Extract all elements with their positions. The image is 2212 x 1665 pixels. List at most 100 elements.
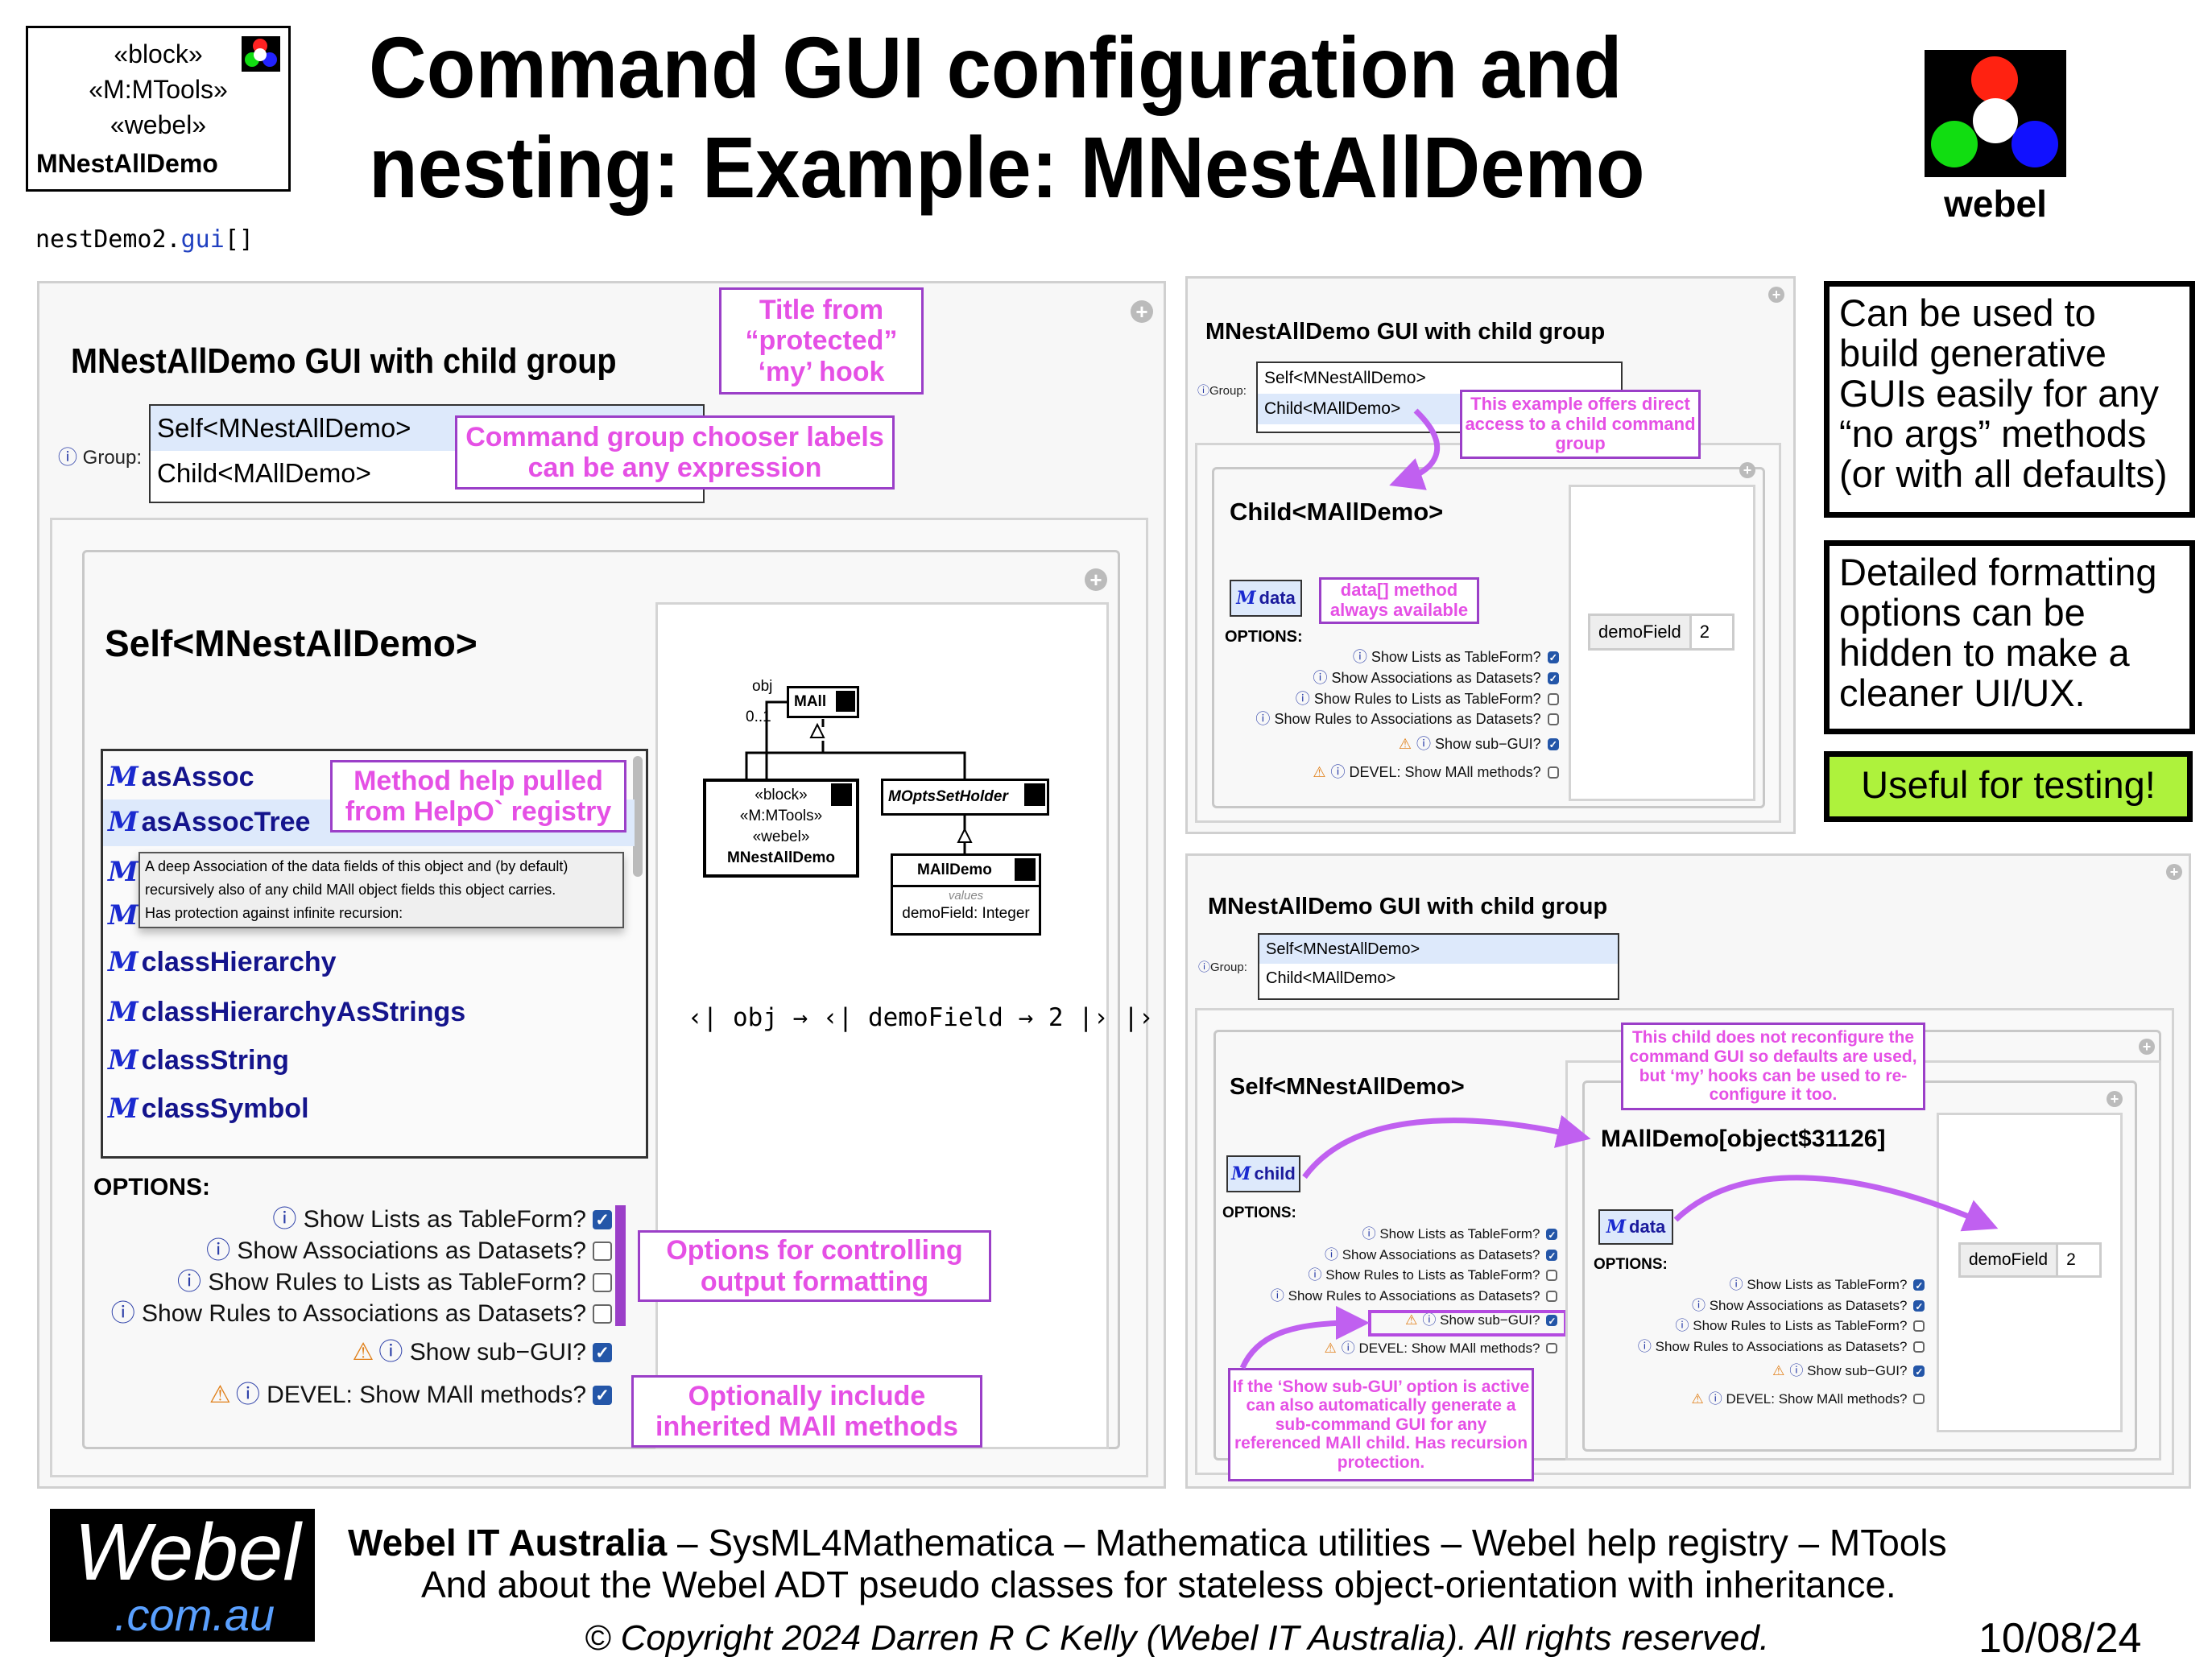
webel-logo-icon — [1015, 858, 1036, 881]
option-checkbox[interactable]: ✓ — [1913, 1365, 1925, 1378]
info-icon[interactable]: ⓘ — [1330, 764, 1346, 780]
option-checkbox[interactable] — [1913, 1393, 1925, 1405]
option-checkbox[interactable]: ✓ — [1913, 1299, 1925, 1312]
option-checkbox[interactable]: ✓ — [1913, 1279, 1925, 1291]
option-checkbox[interactable]: ✓ — [1547, 651, 1559, 664]
stereotype: «M:MTools» — [89, 75, 228, 104]
info-icon[interactable]: ⓘ — [1255, 711, 1271, 727]
option-checkbox[interactable]: ✓ — [593, 1210, 612, 1230]
option-checkbox[interactable] — [593, 1304, 612, 1324]
option-checkbox[interactable]: ✓ — [593, 1386, 612, 1406]
option-checkbox[interactable] — [1913, 1320, 1925, 1332]
info-icon[interactable]: ⓘ — [1324, 1246, 1338, 1262]
info-icon[interactable]: ⓘ — [272, 1206, 297, 1233]
add-icon[interactable]: + — [2139, 1039, 2155, 1055]
option-checkbox[interactable] — [1913, 1341, 1925, 1353]
option-checkbox[interactable] — [1547, 713, 1559, 725]
info-icon[interactable]: ⓘ — [1308, 1266, 1322, 1283]
note-formatting: Detailed formatting options can be hidde… — [1824, 540, 2195, 734]
option-checkbox[interactable]: ✓ — [1547, 672, 1559, 685]
info-icon[interactable]: ⓘ — [110, 1300, 135, 1327]
option-label: Show Rules to Lists as TableForm? — [1325, 1266, 1540, 1283]
option-checkbox[interactable]: ✓ — [1546, 1249, 1557, 1262]
add-icon[interactable]: + — [1131, 300, 1153, 323]
option-row: ⓘ Show Associations as Datasets? — [111, 1237, 612, 1266]
info-icon[interactable]: ⓘ — [1691, 1297, 1706, 1313]
info-icon[interactable]: ⓘ — [1729, 1277, 1743, 1292]
warning-icon: ⚠ — [352, 1339, 374, 1365]
add-icon[interactable]: + — [2166, 864, 2182, 880]
info-icon[interactable]: ⓘ — [1362, 1226, 1376, 1242]
options-list: ⓘ Show Lists as TableForm?✓ⓘ Show Associ… — [111, 1206, 612, 1410]
option-label: Show Rules to Associations as Datasets? — [1288, 1287, 1540, 1303]
option-checkbox[interactable] — [593, 1242, 612, 1262]
group-chooser[interactable]: Self<MNestAllDemo> Child<MAllDemo> — [1256, 362, 1623, 433]
option-checkbox[interactable] — [1546, 1290, 1557, 1302]
option-checkbox[interactable] — [1546, 1269, 1557, 1281]
warning-icon: ⚠ — [1691, 1390, 1704, 1407]
option-label: Show Associations as Datasets? — [1342, 1246, 1540, 1262]
info-icon[interactable]: ⓘ — [58, 447, 77, 469]
options-bracket — [615, 1205, 626, 1326]
info-icon[interactable]: ⓘ — [176, 1269, 201, 1295]
scrollbar[interactable] — [633, 756, 643, 877]
option-row: ⚠ⓘ Show sub−GUI?✓ — [1255, 736, 1559, 753]
info-icon[interactable]: ⓘ — [1675, 1317, 1689, 1333]
block-stereotype-box: «block» «M:MTools» «webel» MNestAllDemo — [26, 26, 291, 192]
option-checkbox[interactable] — [1547, 766, 1559, 779]
info-icon[interactable]: ⓘ — [1352, 649, 1367, 665]
group-item-child[interactable]: Child<MAllDemo> — [157, 458, 371, 488]
add-icon[interactable]: + — [1768, 287, 1784, 303]
option-label: Show Rules to Associations as Datasets? — [1274, 711, 1541, 727]
group-item-child[interactable]: Child<MAllDemo> — [1266, 969, 1396, 987]
add-icon[interactable]: + — [2107, 1091, 2123, 1107]
info-icon[interactable]: ⓘ — [1708, 1390, 1722, 1407]
info-icon[interactable]: ⓘ — [1637, 1338, 1652, 1354]
info-icon[interactable]: ⓘ — [1313, 670, 1328, 686]
info-icon[interactable]: ⓘ — [206, 1237, 231, 1264]
info-icon[interactable]: ⓘ — [1341, 1340, 1355, 1356]
info-icon[interactable]: ⓘ — [1416, 736, 1432, 752]
info-icon[interactable]: ⓘ — [1270, 1287, 1284, 1303]
info-icon[interactable]: ⓘ — [1789, 1362, 1804, 1378]
group-label: ⓘGroup: — [1197, 384, 1247, 398]
option-checkbox[interactable]: ✓ — [593, 1343, 612, 1363]
method-tooltip: A deep Association of the data fields of… — [139, 852, 624, 928]
gui-title: MNestAllDemo GUI with child group — [1205, 319, 1606, 345]
info-icon[interactable]: ⓘ — [1422, 1312, 1437, 1328]
info-icon[interactable]: ⓘ — [235, 1382, 260, 1408]
info-icon[interactable]: ⓘ — [1295, 691, 1310, 707]
option-row: ⓘ Show Rules to Associations as Datasets… — [1271, 1288, 1557, 1304]
option-label: Show Lists as TableForm? — [1379, 1226, 1540, 1242]
option-label: Show Lists as TableForm? — [1747, 1277, 1908, 1292]
group-chooser[interactable]: Self<MNestAllDemo> Child<MAllDemo> — [1258, 933, 1619, 1000]
group-item-self[interactable]: Self<MNestAllDemo> — [1259, 935, 1618, 964]
option-label: Show Rules to Lists as TableForm? — [1313, 691, 1541, 707]
method-hidden[interactable]: M — [108, 899, 139, 932]
add-icon[interactable]: + — [1739, 462, 1755, 478]
add-icon[interactable]: + — [1085, 568, 1107, 591]
option-checkbox[interactable] — [1546, 1342, 1557, 1354]
option-row: ⓘ Show Lists as TableForm?✓ — [1255, 649, 1559, 666]
option-checkbox[interactable]: ✓ — [1547, 738, 1559, 751]
warning-icon: ⚠ — [1772, 1362, 1785, 1378]
option-checkbox[interactable] — [593, 1273, 612, 1293]
option-checkbox[interactable]: ✓ — [1546, 1314, 1557, 1327]
method-hidden[interactable]: M — [108, 856, 139, 888]
group-item-self[interactable]: Self<MNestAllDemo> — [1264, 369, 1426, 387]
option-checkbox[interactable] — [1547, 693, 1559, 705]
option-checkbox[interactable]: ✓ — [1546, 1228, 1557, 1241]
info-icon[interactable]: ⓘ — [378, 1339, 403, 1365]
